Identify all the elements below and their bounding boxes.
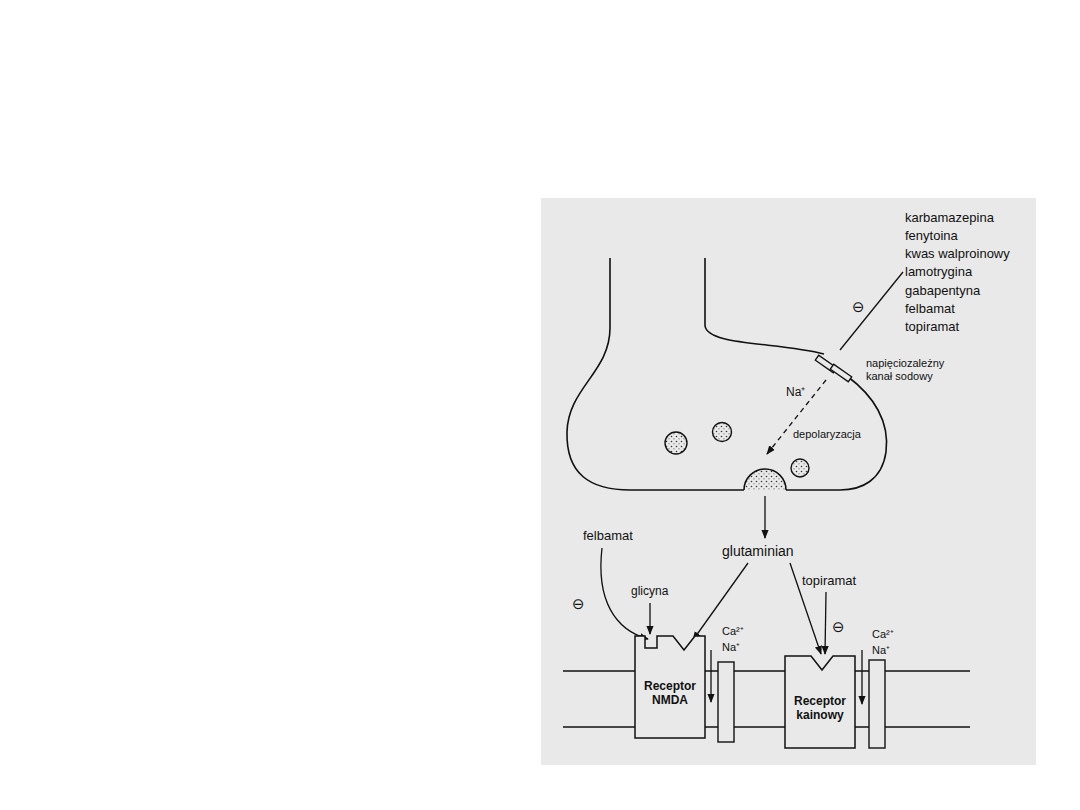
receptor-outline xyxy=(785,656,855,748)
drug-name: kwas walproinowy xyxy=(905,247,1010,262)
receptor-label: Receptor NMDA xyxy=(639,679,701,708)
inhibition-sign: ⊖ xyxy=(832,619,845,636)
drug-name: gabapentyna xyxy=(905,284,980,299)
ion-label: Na⁺ xyxy=(722,641,740,654)
neurotransmitter-label: glutaminian xyxy=(722,543,794,559)
receptor-outlines xyxy=(635,636,855,748)
ion-label: Ca²⁺ xyxy=(722,625,744,638)
presynaptic-terminal xyxy=(567,258,887,490)
nmda-receptor: Receptor NMDA xyxy=(635,636,705,738)
site-label: glicyna xyxy=(631,585,668,599)
drug-name: topiramat xyxy=(905,320,959,335)
drug-name: karbamazepina xyxy=(905,211,994,226)
kainate-receptor: Receptor kainowy xyxy=(785,656,855,748)
ion-channels xyxy=(718,660,885,748)
process-label: depolaryzacja xyxy=(793,428,861,441)
vesicles xyxy=(665,423,809,491)
inhibition-sign: ⊖ xyxy=(852,299,865,316)
sodium-channel xyxy=(815,355,851,382)
drug-name: fenytoina xyxy=(905,229,958,244)
receptor-outline xyxy=(635,636,705,738)
drug-name: lamotrygina xyxy=(905,265,972,280)
ion-label: Ca²⁺ xyxy=(872,628,894,641)
postsynaptic-membrane xyxy=(563,671,970,727)
ion-label: Na⁺ xyxy=(872,644,890,657)
drug-name: felbamat xyxy=(583,529,633,544)
inhibition-sign: ⊖ xyxy=(572,596,585,613)
channel-label: napięciozależny kanał sodowy xyxy=(866,357,961,382)
drug-name: topiramat xyxy=(802,574,856,589)
leader-lines xyxy=(601,272,903,704)
receptor-label: Receptor kainowy xyxy=(789,694,851,723)
ion-label: Na⁺ xyxy=(786,386,805,400)
drug-name: felbamat xyxy=(905,302,955,317)
